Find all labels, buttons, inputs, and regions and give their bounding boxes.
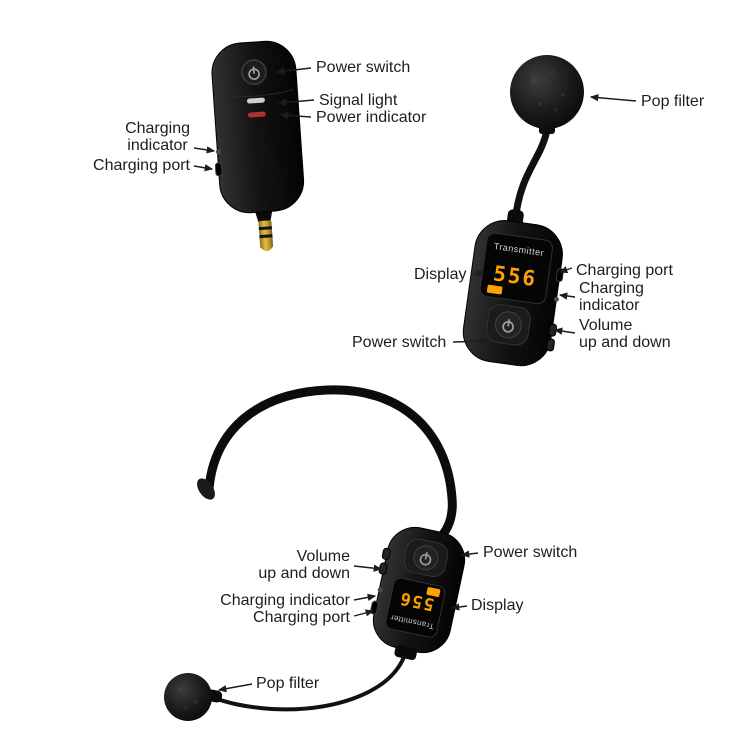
arrow-transmitter-volume (553, 327, 576, 335)
label-transmitter-charging-port: Charging port (576, 262, 673, 279)
annotation-arrows (193, 67, 637, 693)
label-receiver-charging-indicator: Charging indicator (125, 120, 190, 154)
arrow-headset-volume (353, 564, 383, 572)
headset-pop-filter-foam (164, 673, 212, 721)
headset-band (204, 385, 457, 547)
transmitter-display-screen (479, 232, 553, 305)
headset-battery-badge (426, 587, 441, 598)
pop-filter-foam (510, 55, 584, 129)
receiver-device (211, 40, 305, 252)
receiver-body (211, 40, 305, 214)
headset-ear-tip (197, 478, 215, 500)
label-headset-charging-indicator: Charging indicator (220, 592, 350, 609)
label-headset-power-switch: Power switch (483, 544, 578, 561)
arrow-transmitter-charging-port (558, 266, 573, 274)
arrow-transmitter-charging-indicator (558, 292, 576, 300)
foam-texture (531, 70, 565, 112)
headset-mic-wire (212, 655, 406, 712)
label-pop-filter-top: Pop filter (641, 93, 705, 110)
arrow-transmitter-display (471, 270, 486, 278)
headset-volume-up-button (381, 547, 391, 560)
arrow-headset-charging-port (353, 609, 375, 617)
gooseneck (511, 126, 551, 226)
receiver-charging-indicator-light (215, 149, 221, 155)
arrow-receiver-charging-port (193, 164, 214, 172)
receiver-audio-jack (258, 220, 274, 252)
arrow-receiver-signal-light (277, 98, 315, 107)
receiver-signal-light (246, 97, 265, 104)
label-transmitter-power-switch: Power switch (352, 334, 447, 351)
arrow-receiver-charging-indicator (193, 146, 216, 154)
label-receiver-signal-light: Signal light (319, 92, 398, 109)
transmitter-charging-indicator-light (553, 296, 559, 302)
label-headset-charging-port: Charging port (253, 609, 350, 626)
transmitter-charging-port (555, 268, 564, 282)
arrow-pop-filter-top (589, 93, 637, 102)
label-headset-display: Display (471, 597, 524, 614)
receiver-seam (217, 88, 294, 98)
label-transmitter-volume: Volume up and down (579, 317, 671, 351)
arrow-headset-power-switch (460, 550, 479, 558)
transmitter-volume-down-button (546, 338, 555, 352)
receiver-charging-port (214, 162, 223, 177)
arrow-receiver-power-switch (275, 67, 312, 75)
transmitter-device: Transmitter 556 (462, 209, 564, 367)
arrow-receiver-power-indicator (279, 111, 312, 120)
headset-transmitter-device: Transmitter 556 (370, 526, 466, 661)
label-transmitter-charging-indicator: Charging indicator (579, 280, 644, 314)
receiver-power-indicator-light (247, 111, 266, 118)
transmitter-battery-badge (486, 284, 503, 295)
arrow-headset-charging-indicator (353, 593, 377, 601)
label-receiver-power-indicator: Power indicator (316, 109, 427, 126)
label-headset-pop-filter: Pop filter (256, 675, 320, 692)
handheld-mic-top (510, 55, 584, 226)
arrow-transmitter-power-switch (452, 337, 490, 345)
headset-assembly: Transmitter 556 (164, 385, 466, 721)
label-receiver-charging-port: Charging port (93, 157, 190, 174)
foam-texture (178, 687, 198, 710)
label-transmitter-display: Display (414, 266, 467, 283)
label-receiver-power-switch: Power switch (316, 59, 411, 76)
label-headset-volume: Volume up and down (258, 548, 350, 582)
arrow-headset-display (450, 603, 468, 611)
headset-charging-indicator-light (377, 587, 383, 593)
arrow-headset-pop-filter (217, 683, 253, 693)
headset-mic-connector (394, 645, 417, 661)
